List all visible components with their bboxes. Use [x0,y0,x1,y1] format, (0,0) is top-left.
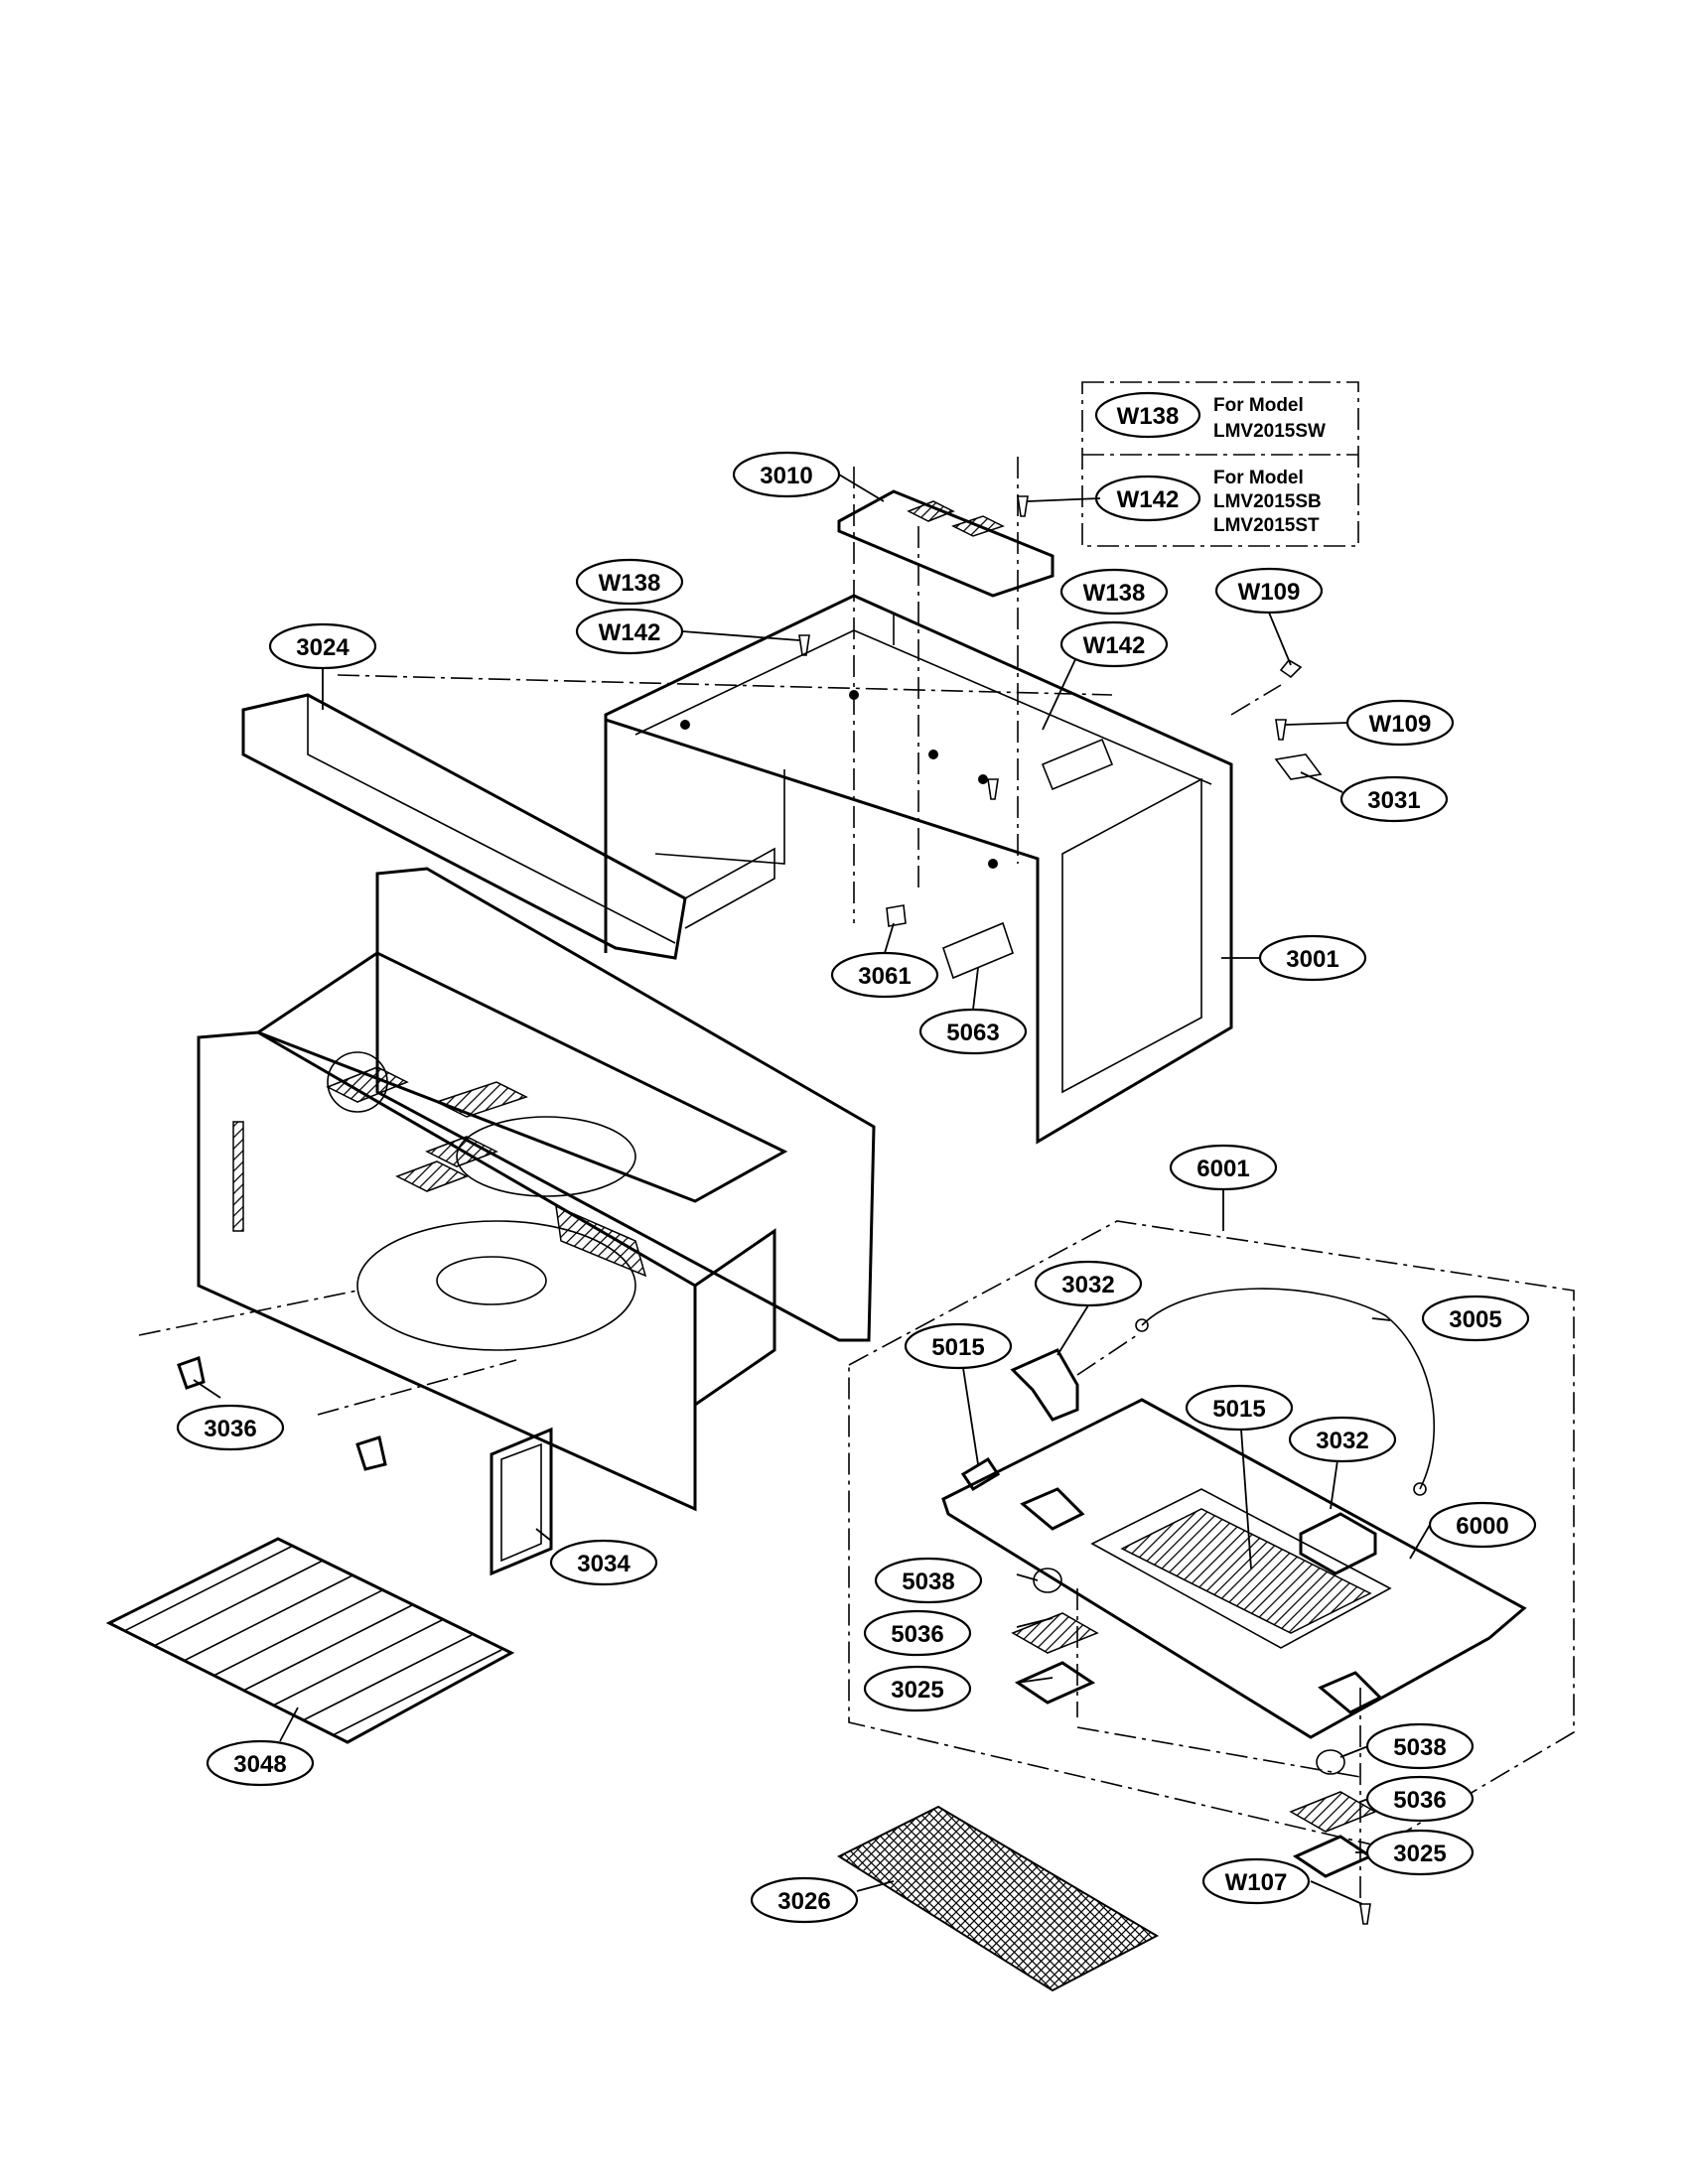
callout-5036-left: 5036 [863,1609,972,1657]
callout-3005: 3005 [1421,1295,1530,1342]
callout-label: 3061 [858,963,911,990]
top-plate-drawing [837,489,1055,598]
front-bar-drawing [241,693,775,960]
callout-label: W142 [1083,632,1146,659]
callout-label: 6001 [1196,1156,1249,1182]
note-w142-line-3: LMV2015ST [1213,515,1320,536]
callout-label: 5038 [1393,1734,1446,1761]
callout-5038-left: 5038 [874,1557,983,1604]
callout-label: W109 [1238,579,1301,606]
callout-3048: 3048 [206,1739,315,1787]
callout-w142-top-right: W142 [1059,620,1169,668]
callout-w107: W107 [1201,1857,1311,1905]
callout-w109-lower: W109 [1345,699,1455,747]
callout-label: 3032 [1061,1272,1114,1298]
note-w142: W142 For Model LMV2015SB LMV2015ST [1094,468,1322,536]
callout-w138-top-left: W138 [575,558,684,606]
callout-label: 6000 [1456,1513,1508,1540]
callout-3025-right: 3025 [1365,1829,1475,1876]
callout-3026: 3026 [750,1876,859,1924]
callout-label: 3031 [1367,787,1420,814]
callout-label: 5015 [1212,1396,1265,1423]
callout-label: W107 [1225,1869,1288,1896]
note-w138-line-2: LMV2015SW [1213,421,1326,442]
callout-label: 5038 [902,1569,954,1595]
callout-3001: 3001 [1258,934,1367,982]
callout-3025-left: 3025 [863,1665,972,1712]
callout-label: 3048 [233,1751,286,1778]
leader-lines [193,474,1431,1905]
callout-label: 3032 [1316,1428,1368,1454]
outer-case-drawing [604,594,1233,1145]
note-w142-line-2: LMV2015SB [1213,491,1322,512]
callout-5015-left: 5015 [904,1322,1013,1370]
note-w138-line-1: For Model [1213,395,1304,416]
callout-label: 3024 [296,634,350,661]
vent-parts-drawing [1011,1568,1377,1878]
callout-3036: 3036 [176,1404,285,1451]
note-w138: W138 For Model LMV2015SW [1094,391,1326,442]
base-plate-drawing [941,1398,1527,1739]
callout-label: 5063 [946,1020,999,1046]
callout-3032-lower: 3032 [1288,1416,1397,1463]
callout-3031: 3031 [1339,775,1449,823]
note-w138-part: W138 [1117,403,1180,430]
door-frame-drawing [490,1427,553,1576]
callout-3024: 3024 [268,622,377,670]
callout-5015-center: 5015 [1185,1384,1294,1432]
callout-label: 3025 [891,1677,943,1704]
callout-w138-top-right: W138 [1059,568,1169,615]
callout-label: 5036 [891,1621,943,1648]
callout-label: W138 [599,570,661,597]
callout-label: 3025 [1393,1841,1446,1867]
latch-drawing [177,1356,387,1471]
callout-label: 3010 [760,463,812,489]
callout-3010: 3010 [732,451,841,498]
callout-label: 3026 [777,1888,830,1915]
callout-5063: 5063 [918,1008,1028,1055]
callouts: 3010 W138 W142 W138 W142 W109 W109 3024 [176,451,1537,1924]
callout-3034: 3034 [549,1539,658,1586]
lamp-parts-drawing [960,1288,1436,1496]
callout-label: 3005 [1449,1306,1501,1333]
callout-6000: 6000 [1428,1501,1537,1549]
callout-label: 5036 [1393,1787,1446,1814]
callout-6001: 6001 [1169,1144,1278,1191]
callout-3061: 3061 [830,951,939,999]
callout-5036-right: 5036 [1365,1775,1475,1823]
model-note-box: W138 For Model LMV2015SW W142 For Model … [1081,381,1359,547]
screws-drawing [798,495,1371,1925]
cavity-drawing [197,867,876,1512]
callout-label: 3034 [577,1551,631,1577]
callout-w142-top-left: W142 [575,608,684,655]
bottom-assembly-boundary [848,1220,1575,1847]
rack-drawing [105,1537,515,1744]
note-w142-line-1: For Model [1213,468,1304,488]
alignment-lines [138,457,1361,1906]
grease-filter-drawing [836,1805,1160,1992]
callout-label: W142 [599,619,661,646]
callout-label: 3036 [204,1416,256,1442]
callout-w109-upper: W109 [1214,567,1324,614]
note-w142-part: W142 [1117,486,1180,513]
callout-label: W138 [1083,580,1146,607]
callout-3032-upper: 3032 [1034,1260,1143,1307]
callout-label: 3001 [1286,946,1338,973]
callout-label: W109 [1369,711,1432,738]
callout-5038-right: 5038 [1365,1722,1475,1770]
callout-label: 5015 [931,1334,984,1361]
